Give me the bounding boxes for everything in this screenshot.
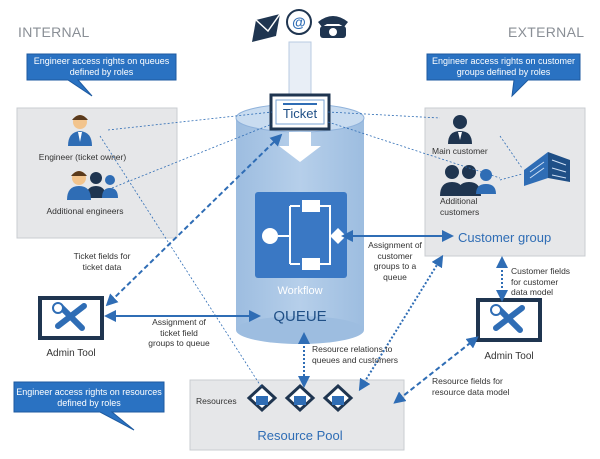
company-building-icon <box>524 152 570 186</box>
arrow-resource-fields <box>393 336 479 404</box>
resource-icon-3 <box>322 383 354 413</box>
additional-engineers-label: Additional engineers <box>46 206 124 216</box>
admin-tool-right-label: Admin Tool <box>484 351 534 362</box>
engineer-icon <box>68 115 92 146</box>
resource-fields-annotation: Resource fields for resource data model <box>432 376 510 397</box>
admin-tool-left-label: Admin Tool <box>46 348 96 359</box>
resource-icons <box>246 383 354 413</box>
ticket-icon <box>269 93 331 131</box>
assign-ticket-fields-annotation: Assignment of ticket field groups to que… <box>148 317 210 348</box>
workflow-icon <box>255 192 347 278</box>
inbound-arrow <box>279 41 321 162</box>
external-header: EXTERNAL <box>508 24 585 40</box>
ticket-fields-annotation: Ticket fields for ticket data <box>73 251 131 272</box>
telephone-icon <box>318 16 348 38</box>
main-arrows <box>104 133 508 404</box>
callout-customer-groups <box>426 53 581 98</box>
admin-tool-right-icon <box>476 298 542 342</box>
arrow-resource-customer <box>358 254 444 392</box>
callout-engineer-queues-text: Engineer access rights on queues defined… <box>33 56 170 77</box>
envelope-icon <box>252 13 281 42</box>
at-sign-icon: @ <box>286 9 312 35</box>
admin-tool-left-icon <box>38 296 104 340</box>
queue-label: QUEUE <box>273 308 327 325</box>
arrow-ticket-fields <box>105 133 283 307</box>
customer-fields-annotation: Customer fields for customer data model <box>511 266 571 297</box>
callout-resources <box>13 381 165 431</box>
svg-text:@: @ <box>292 14 306 30</box>
callout-customer-groups-text: Engineer access rights on customer group… <box>431 56 576 77</box>
assign-customer-groups-annotation: Assignment of customer groups to a queue <box>368 240 422 282</box>
customer-group-title: Customer group <box>458 230 552 245</box>
additional-customers-icon <box>440 165 496 196</box>
resource-pool-title: Resource Pool <box>257 428 343 443</box>
resources-label: Resources <box>196 396 237 406</box>
callout-resources-text: Engineer access rights on resources defi… <box>16 386 162 408</box>
resource-icon-2 <box>284 383 316 413</box>
resource-relations-annotation: Resource relations to queues and custome… <box>312 344 398 365</box>
engineer-owner-label: Engineer (ticket owner) <box>38 152 127 162</box>
main-customer-icon <box>448 115 472 144</box>
callout-engineer-queues <box>26 53 177 97</box>
workflow-label: Workflow <box>277 285 323 297</box>
main-customer-label: Main customer <box>432 146 488 156</box>
internal-header: INTERNAL <box>18 24 90 40</box>
ticket-label: Ticket <box>282 106 318 121</box>
additional-customers-label: Additional customers <box>440 196 480 217</box>
resource-icon-1 <box>246 383 278 413</box>
